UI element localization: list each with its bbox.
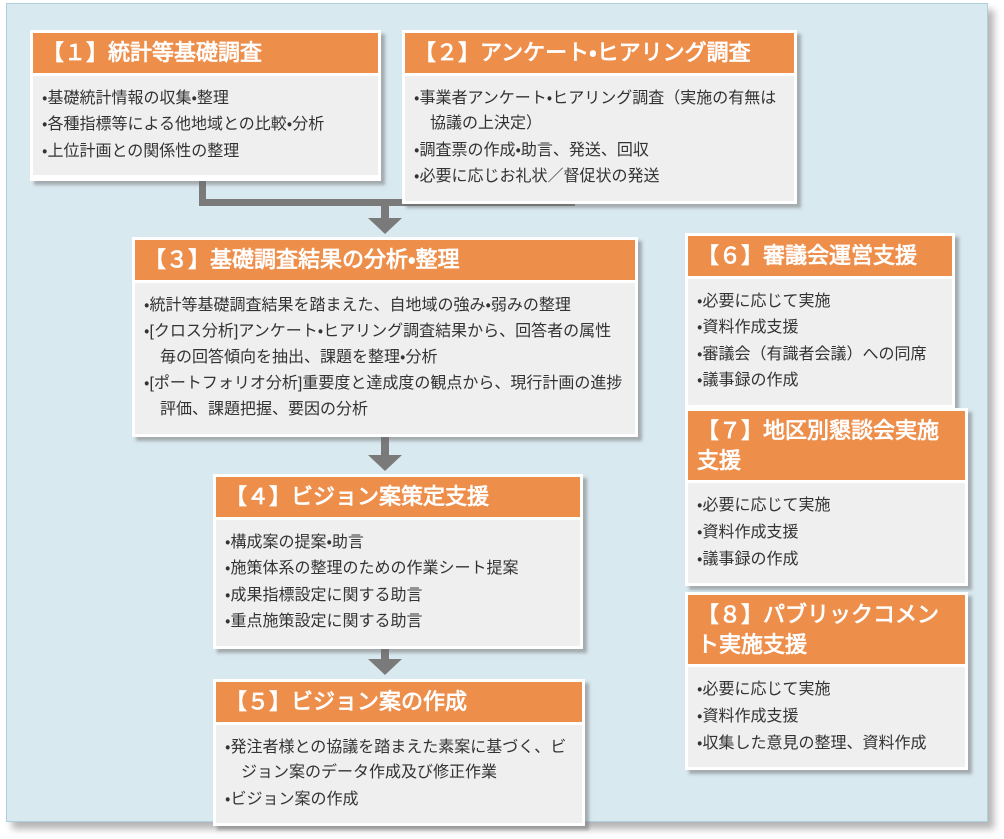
process-box-4-vision-drafting-support: 【４】ビジョン案策定支援 ・構成案の提案・助言 ・施策体系の整理のための作業シー… — [213, 474, 583, 650]
box-1-title: 【１】統計等基礎調査 — [33, 33, 378, 73]
arrow-merge-stem — [381, 205, 389, 219]
process-box-7-district-meeting-support: 【７】地区別懇談会実施支援 ・必要に応じて実施 ・資料作成支援 ・議事録の作成 — [685, 408, 968, 587]
box-6-title: 【６】審議会運営支援 — [688, 236, 952, 276]
bullet-item: ・統計等基礎調査結果を踏まえた、自地域の強み・弱みの整理 — [144, 296, 571, 314]
arrow-down-icon — [368, 659, 402, 675]
bullet-item: ・構成案の提案・助言 — [225, 533, 364, 551]
bullet-item: ・必要に応じて実施 — [697, 681, 831, 699]
bullet-item: ・成果指標設定に関する助言 — [225, 586, 423, 604]
process-box-8-public-comment-support: 【８】パブリックコメント実施支援 ・必要に応じて実施 ・資料作成支援 ・収集した… — [685, 592, 968, 771]
bullet-item: ・資料作成支援 — [697, 523, 799, 541]
bullet-item: ・調査票の作成・助言、発送、回収 — [414, 141, 649, 159]
box-6-body: ・必要に応じて実施 ・資料作成支援 ・審議会（有識者会議）への同席 ・議事録の作… — [688, 278, 952, 406]
connector-line-from-box1 — [199, 178, 206, 205]
bullet-item: ・重点施策設定に関する助言 — [225, 613, 423, 631]
bullet-item: ・審議会（有識者会議）への同席 — [697, 345, 927, 363]
box-3-title: 【３】基礎調査結果の分析・整理 — [135, 240, 635, 280]
arrow-down-icon — [368, 455, 402, 471]
bullet-item: ・議事録の作成 — [697, 550, 799, 568]
box-2-title: 【２】アンケート・ヒアリング調査 — [405, 33, 794, 73]
bullet-item: ・各種指標等による他地域との比較・分析 — [42, 116, 325, 134]
box-3-body: ・統計等基礎調査結果を踏まえた、自地域の強み・弱みの整理 ・[クロス分析]アンケ… — [135, 282, 635, 434]
bullet-item: ・施策体系の整理のための作業シート提案 — [225, 560, 519, 578]
bullet-item: ・資料作成支援 — [697, 707, 799, 725]
box-7-title: 【７】地区別懇談会実施支援 — [688, 411, 965, 481]
arrow-down-icon — [368, 218, 402, 234]
box-2-body: ・事業者アンケート・ヒアリング調査（実施の有無は協議の上決定） ・調査票の作成・… — [405, 75, 794, 202]
box-8-list: ・必要に応じて実施 ・資料作成支援 ・収集した意見の整理、資料作成 — [697, 677, 956, 756]
box-5-title: 【５】ビジョン案の作成 — [216, 682, 582, 722]
bullet-item: ・事業者アンケート・ヒアリング調査（実施の有無は協議の上決定） — [414, 89, 777, 133]
box-4-title: 【４】ビジョン案策定支援 — [216, 477, 580, 517]
box-7-list: ・必要に応じて実施 ・資料作成支援 ・議事録の作成 — [697, 493, 956, 572]
box-3-list: ・統計等基礎調査結果を踏まえた、自地域の強み・弱みの整理 ・[クロス分析]アンケ… — [144, 293, 626, 423]
box-4-list: ・構成案の提案・助言 ・施策体系の整理のための作業シート提案 ・成果指標設定に関… — [225, 530, 571, 635]
connector-merge-bar — [199, 199, 575, 206]
process-box-3-analysis-of-survey-results: 【３】基礎調査結果の分析・整理 ・統計等基礎調査結果を踏まえた、自地域の強み・弱… — [132, 237, 638, 437]
box-4-body: ・構成案の提案・助言 ・施策体系の整理のための作業シート提案 ・成果指標設定に関… — [216, 519, 580, 647]
bullet-item: ・収集した意見の整理、資料作成 — [697, 734, 927, 752]
bullet-item: ・[ポートフォリオ分析]重要度と達成度の観点から、現行計画の進捗評価、課題把握、… — [144, 375, 623, 419]
bullet-item: ・必要に応じて実施 — [697, 292, 831, 310]
box-2-list: ・事業者アンケート・ヒアリング調査（実施の有無は協議の上決定） ・調査票の作成・… — [414, 86, 785, 190]
bullet-item: ・基礎統計情報の収集・整理 — [42, 89, 229, 107]
box-1-body: ・基礎統計情報の収集・整理 ・各種指標等による他地域との比較・分析 ・上位計画と… — [33, 75, 378, 176]
process-box-1-statistical-basic-survey: 【１】統計等基礎調査 ・基礎統計情報の収集・整理 ・各種指標等による他地域との比… — [30, 30, 381, 181]
box-6-list: ・必要に応じて実施 ・資料作成支援 ・審議会（有識者会議）への同席 ・議事録の作… — [697, 289, 943, 394]
box-5-list: ・発注者様との協議を踏まえた素案に基づく、ビジョン案のデータ作成及び修正作業 ・… — [225, 735, 573, 813]
bullet-item: ・必要に応じて実施 — [697, 497, 831, 515]
box-8-title: 【８】パブリックコメント実施支援 — [688, 595, 965, 665]
process-box-5-vision-draft-creation: 【５】ビジョン案の作成 ・発注者様との協議を踏まえた素案に基づく、ビジョン案のデ… — [213, 679, 585, 827]
bullet-item: ・[クロス分析]アンケート・ヒアリング調査結果から、回答者の属性毎の回答傾向を抽… — [144, 323, 612, 366]
box-5-body: ・発注者様との協議を踏まえた素案に基づく、ビジョン案のデータ作成及び修正作業 ・… — [216, 724, 582, 824]
bullet-item: ・議事録の作成 — [697, 372, 799, 390]
bullet-item: ・発注者様との協議を踏まえた素案に基づく、ビジョン案のデータ作成及び修正作業 — [225, 738, 567, 782]
arrow-3-4-stem — [381, 420, 389, 456]
process-box-6-council-operation-support: 【６】審議会運営支援 ・必要に応じて実施 ・資料作成支援 ・審議会（有識者会議）… — [685, 233, 955, 409]
bullet-item: ・必要に応じお礼状／督促状の発送 — [414, 168, 660, 186]
box-8-body: ・必要に応じて実施 ・資料作成支援 ・収集した意見の整理、資料作成 — [688, 667, 965, 768]
box-1-list: ・基礎統計情報の収集・整理 ・各種指標等による他地域との比較・分析 ・上位計画と… — [42, 86, 369, 165]
bullet-item: ・ビジョン案の作成 — [225, 790, 359, 808]
box-7-body: ・必要に応じて実施 ・資料作成支援 ・議事録の作成 — [688, 483, 965, 584]
process-box-2-questionnaire-hearing-survey: 【２】アンケート・ヒアリング調査 ・事業者アンケート・ヒアリング調査（実施の有無… — [402, 30, 797, 205]
bullet-item: ・資料作成支援 — [697, 319, 799, 337]
bullet-item: ・上位計画との関係性の整理 — [42, 142, 240, 160]
